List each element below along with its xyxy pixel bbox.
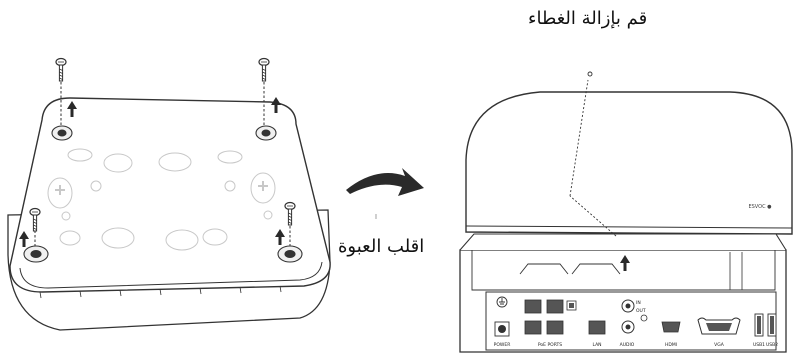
port-label-hdmi: HDMI: [665, 342, 677, 348]
screw-top-left: [56, 59, 66, 82]
nvr-with-cover: ESVOC ●: [460, 72, 792, 352]
callout-dot: [588, 72, 592, 76]
screw-top-right: [259, 59, 269, 82]
port-label-in: IN: [636, 300, 641, 306]
port-label-usb1: USB1: [753, 342, 765, 348]
remove-cover-label: قم بإزالة الغطاء: [528, 8, 647, 29]
port-label-audio: AUDIO: [620, 342, 635, 348]
port-label-lan: LAN: [592, 342, 601, 348]
flip-over-label: اقلب العبوة: [338, 236, 424, 257]
port-label-poe: PoE PORTS: [538, 342, 562, 348]
nvr-bottom-view: [8, 59, 330, 331]
port-label-vga: VGA: [714, 342, 725, 348]
port-label-usb2: USB2: [766, 342, 778, 348]
port-label-power: POWER: [494, 342, 511, 348]
curved-arrow-icon: [346, 168, 424, 196]
brand-mark: ESVOC ●: [748, 204, 772, 210]
port-label-out: OUT: [636, 308, 646, 314]
